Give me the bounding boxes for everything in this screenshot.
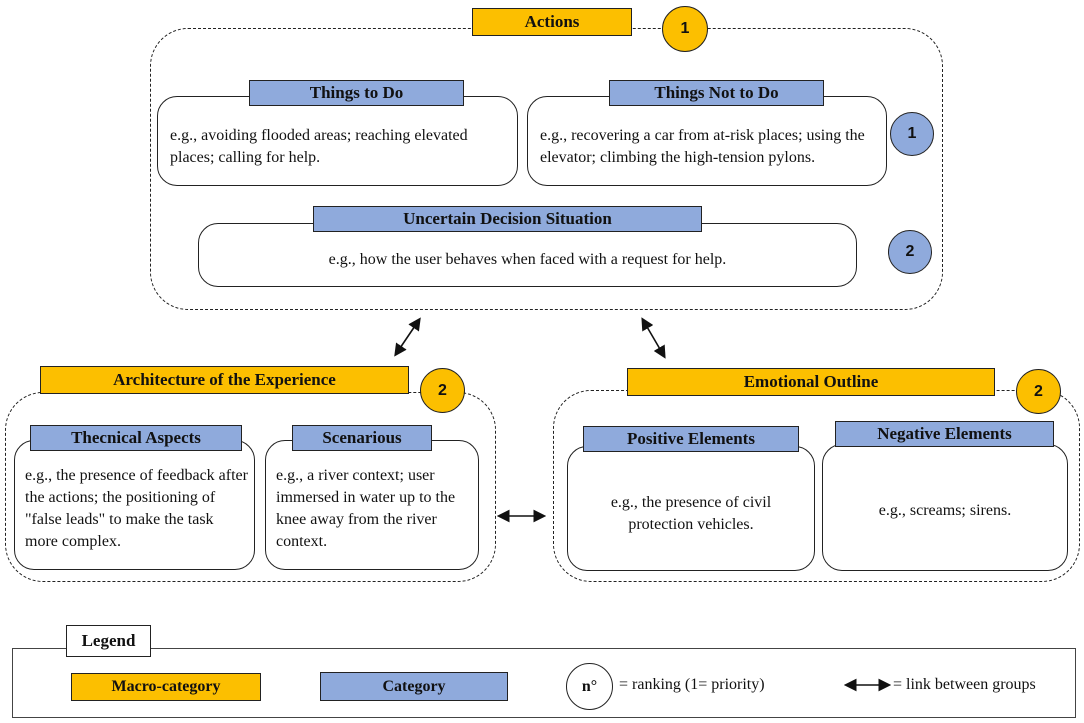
things-to-do-label: Things to Do: [249, 80, 464, 106]
architecture-rank-badge: 2: [420, 368, 465, 413]
legend-category-swatch: Category: [320, 672, 508, 701]
uncertain-label: Uncertain Decision Situation: [313, 206, 702, 232]
legend-link-text: = link between groups: [893, 676, 1036, 693]
positive-elements-label: Positive Elements: [583, 426, 799, 452]
technical-aspects-label: Thecnical Aspects: [30, 425, 242, 451]
scenarios-label: Scenarious: [292, 425, 432, 451]
architecture-macro-label: Architecture of the Experience: [40, 366, 409, 394]
legend-rank-text: = ranking (1= priority): [619, 676, 765, 693]
emotional-rank-badge: 2: [1016, 369, 1061, 414]
row2-rank-badge: 2: [888, 230, 932, 274]
scenarios-text: e.g., a river context; user immersed in …: [276, 467, 456, 550]
things-to-do-text: e.g., avoiding flooded areas; reaching e…: [170, 127, 468, 166]
positive-elements-text: e.g., the presence of civil protection v…: [610, 493, 772, 533]
legend-macro-swatch: Macro-category: [71, 673, 261, 701]
uncertain-card: e.g., how the user behaves when faced wi…: [198, 223, 857, 287]
legend-title: Legend: [66, 625, 151, 657]
legend-box: [12, 648, 1076, 718]
link-arrow-actions-emotional: [641, 317, 666, 359]
technical-aspects-card: e.g., the presence of feedback after the…: [14, 440, 255, 570]
actions-rank-badge: 1: [662, 6, 708, 52]
things-to-do-card: e.g., avoiding flooded areas; reaching e…: [157, 96, 518, 186]
negative-elements-card: e.g., screams; sirens.: [822, 444, 1068, 571]
negative-elements-label: Negative Elements: [835, 421, 1054, 447]
scenarios-card: e.g., a river context; user immersed in …: [265, 440, 479, 570]
emotional-macro-label: Emotional Outline: [627, 368, 995, 396]
link-arrow-actions-architecture: [394, 317, 421, 357]
row1-rank-badge: 1: [890, 112, 934, 156]
uncertain-text: e.g., how the user behaves when faced wi…: [328, 251, 727, 268]
positive-elements-card: e.g., the presence of civil protection v…: [567, 446, 815, 571]
things-not-to-do-label: Things Not to Do: [609, 80, 824, 106]
negative-elements-text: e.g., screams; sirens.: [878, 501, 1012, 519]
legend-rank-symbol: n°: [566, 663, 613, 710]
things-not-to-do-text: e.g., recovering a car from at-risk plac…: [540, 127, 865, 166]
actions-macro-label: Actions: [472, 8, 632, 36]
technical-aspects-text: e.g., the presence of feedback after the…: [25, 467, 248, 550]
